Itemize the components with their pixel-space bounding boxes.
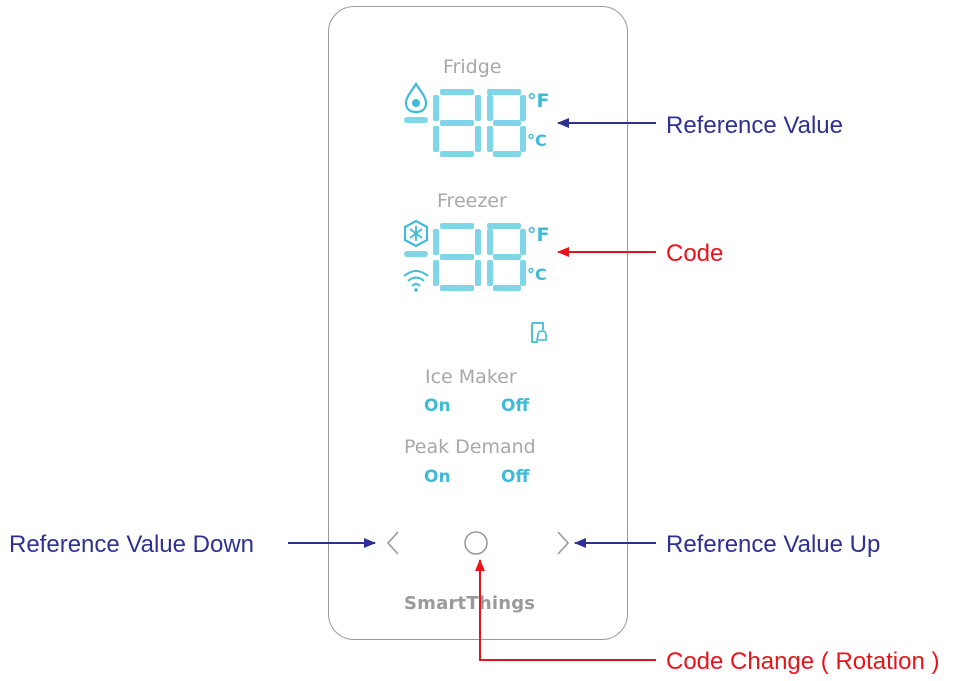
freezer-unit-f[interactable]: °F xyxy=(527,224,550,246)
ice-maker-title: Ice Maker xyxy=(425,366,517,388)
freezer-title: Freezer xyxy=(437,190,507,212)
ice-maker-on[interactable]: On xyxy=(424,396,451,416)
callout-reference-value: Reference Value xyxy=(666,112,843,139)
snowflake-hexagon-icon xyxy=(403,219,429,248)
chevron-left-icon[interactable] xyxy=(386,531,399,555)
wifi-icon xyxy=(403,270,429,292)
fridge-title: Fridge xyxy=(443,56,502,78)
freezer-digits xyxy=(404,223,526,291)
freezer-unit-c[interactable]: °C xyxy=(527,265,547,284)
callout-reference-value-down: Reference Value Down xyxy=(9,531,255,558)
fridge-unit-c[interactable]: °C xyxy=(527,131,547,150)
smartthings-logo: SmartThings xyxy=(404,593,536,614)
peak-demand-title: Peak Demand xyxy=(404,436,536,458)
water-drop-icon xyxy=(404,81,428,114)
ice-maker-off[interactable]: Off xyxy=(501,396,530,416)
door-alarm-icon xyxy=(531,322,547,343)
callout-code: Code xyxy=(666,240,724,267)
code-change-arrow xyxy=(475,559,656,661)
fridge-digits xyxy=(404,89,526,157)
callout-reference-value-up: Reference Value Up xyxy=(666,531,881,558)
callout-code-change: Code Change ( Rotation ) xyxy=(666,648,940,675)
peak-demand-on[interactable]: On xyxy=(424,467,451,487)
fridge-unit-f[interactable]: °F xyxy=(527,90,550,112)
peak-demand-off[interactable]: Off xyxy=(501,467,530,487)
circle-button-icon[interactable] xyxy=(464,531,488,555)
chevron-right-icon[interactable] xyxy=(557,531,570,555)
